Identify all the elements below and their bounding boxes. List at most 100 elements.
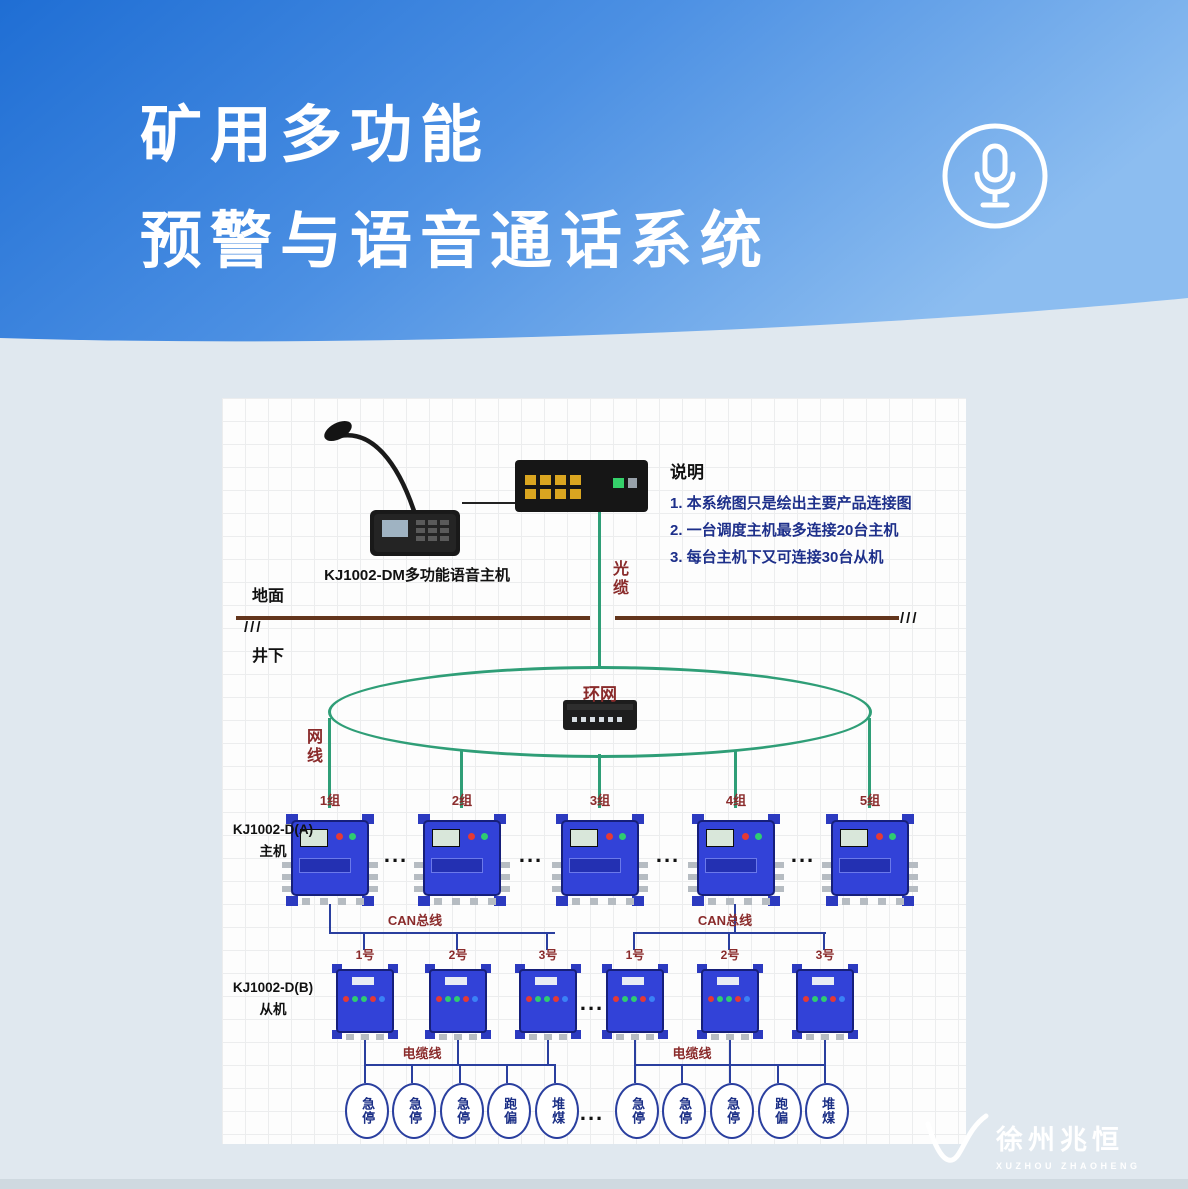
sensor-2e: 堆煤 bbox=[805, 1083, 849, 1139]
sensor-drop-2b bbox=[681, 1066, 683, 1083]
ground-hatch-left: /// bbox=[244, 619, 263, 636]
microphone-icon bbox=[942, 123, 1048, 229]
net-cable-label: 网线 bbox=[304, 728, 321, 766]
group-drop-line-2 bbox=[460, 750, 463, 808]
ellipsis-sensors: ... bbox=[579, 1100, 605, 1125]
sensor-1a: 急停 bbox=[345, 1083, 389, 1139]
brand-watermark: 徐州兆恒 XUZHOU ZHAOHENG bbox=[922, 1110, 1141, 1171]
sensor-1c: 急停 bbox=[440, 1083, 484, 1139]
page-title-line2: 预警与语音通话系统 bbox=[140, 207, 771, 276]
slave-number-2c: 3号 bbox=[815, 948, 835, 962]
group-label-4: 4组 bbox=[725, 793, 747, 808]
optical-cable-line bbox=[598, 512, 601, 666]
console-switch-cable bbox=[462, 502, 515, 504]
slave-unit-1a bbox=[332, 964, 398, 1040]
sensor-1d: 跑偏 bbox=[487, 1083, 531, 1139]
can-bus-drop-1 bbox=[329, 904, 331, 934]
can-branch-2a bbox=[633, 932, 635, 950]
note-item-1: 1. 本系统图只是绘出主要产品连接图 bbox=[670, 495, 912, 512]
group-label-5: 5组 bbox=[859, 793, 881, 808]
console-label: KJ1002-DM多功能语音主机 bbox=[324, 567, 510, 584]
brand-logo-icon bbox=[925, 1113, 989, 1163]
sensor-label: 急停 bbox=[725, 1097, 741, 1125]
sensor-drop-1d bbox=[506, 1066, 508, 1083]
slave-model-label: KJ1002-D(B) bbox=[232, 980, 314, 995]
can-branch-2b bbox=[728, 932, 730, 950]
ground-line-left bbox=[236, 616, 590, 620]
sensor-label: 跑偏 bbox=[502, 1097, 518, 1125]
notes-title: 说明 bbox=[670, 463, 704, 482]
ellipsis-masters-1: ... bbox=[383, 842, 409, 867]
slave-unit-2a bbox=[602, 964, 668, 1040]
slave-number-1a: 1号 bbox=[355, 948, 375, 962]
ring-switch-ports bbox=[572, 717, 577, 722]
master-model-label: KJ1002-D(A) bbox=[232, 822, 314, 837]
sensor-drop-1a bbox=[364, 1066, 366, 1083]
cable-line-2 bbox=[634, 1064, 826, 1066]
sensor-drop-2c bbox=[729, 1066, 731, 1083]
dispatch-console-device bbox=[324, 421, 460, 556]
note-item-2: 2. 一台调度主机最多连接20台主机 bbox=[670, 522, 899, 539]
ground-hatch-right: /// bbox=[900, 610, 919, 627]
master-unit-4 bbox=[688, 814, 784, 906]
slave-number-1c: 3号 bbox=[538, 948, 558, 962]
sensor-label: 急停 bbox=[677, 1097, 693, 1125]
sensor-drop-2e bbox=[824, 1066, 826, 1083]
slave-unit-2c bbox=[792, 964, 858, 1040]
ethernet-switch-device bbox=[515, 460, 648, 512]
can-bus-line-1 bbox=[329, 932, 555, 934]
sensor-2a: 急停 bbox=[615, 1083, 659, 1139]
cable-drop-1b bbox=[457, 1038, 459, 1066]
note-item-3: 3. 每台主机下又可连接30台从机 bbox=[670, 549, 884, 566]
switch-sfp-port bbox=[628, 478, 637, 488]
group-drop-line-5 bbox=[868, 718, 871, 808]
sensor-drop-1e bbox=[554, 1066, 556, 1083]
ellipsis-masters-4: ... bbox=[790, 842, 816, 867]
sensor-drop-2a bbox=[634, 1066, 636, 1083]
sensor-1b: 急停 bbox=[392, 1083, 436, 1139]
cable-drop-2b bbox=[729, 1038, 731, 1066]
ellipsis-masters-2: ... bbox=[518, 842, 544, 867]
group-label-1: 1组 bbox=[319, 793, 341, 808]
master-unit-1 bbox=[282, 814, 378, 906]
slave-number-1b: 2号 bbox=[448, 948, 468, 962]
ground-line-right bbox=[615, 616, 899, 620]
master-unit-2 bbox=[414, 814, 510, 906]
bottom-strip bbox=[0, 1179, 1188, 1189]
sensor-label: 急停 bbox=[455, 1097, 471, 1125]
can-bus-line-2 bbox=[634, 932, 826, 934]
group-drop-line-1 bbox=[328, 718, 331, 808]
can-bus-label-2: CAN总线 bbox=[697, 913, 753, 928]
sensor-label: 急停 bbox=[630, 1097, 646, 1125]
cable-drop-1c bbox=[547, 1038, 549, 1066]
sensor-label: 跑偏 bbox=[773, 1097, 789, 1125]
sensor-2b: 急停 bbox=[662, 1083, 706, 1139]
slave-unit-2b bbox=[697, 964, 763, 1040]
optical-cable-label: 光缆 bbox=[610, 560, 627, 598]
brand-name-cn: 徐州兆恒 bbox=[996, 1125, 1124, 1155]
group-label-2: 2组 bbox=[451, 793, 473, 808]
ring-switch-device bbox=[563, 700, 637, 730]
group-drop-line-3 bbox=[598, 754, 601, 808]
can-branch-1b bbox=[456, 932, 458, 950]
sensor-label: 急停 bbox=[360, 1097, 376, 1125]
cable-drop-2a bbox=[634, 1038, 636, 1066]
sensor-label: 急停 bbox=[407, 1097, 423, 1125]
can-branch-1c bbox=[546, 932, 548, 950]
sensor-1e: 堆煤 bbox=[535, 1083, 579, 1139]
cable-drop-2c bbox=[824, 1038, 826, 1066]
cable-drop-1a bbox=[364, 1038, 366, 1066]
system-diagram: KJ1002-DM多功能语音主机 说明 1. 本系统图只是绘出主要产品连接图 2… bbox=[222, 398, 966, 1144]
cable-line-1 bbox=[364, 1064, 556, 1066]
sensor-label: 堆煤 bbox=[550, 1097, 566, 1125]
underground-label: 井下 bbox=[252, 648, 285, 665]
slave-number-2b: 2号 bbox=[720, 948, 740, 962]
can-bus-drop-2 bbox=[734, 904, 736, 934]
surface-label: 地面 bbox=[252, 588, 285, 605]
group-label-3: 3组 bbox=[589, 793, 611, 808]
can-branch-2c bbox=[823, 932, 825, 950]
cable-line-label-1: 电缆线 bbox=[402, 1046, 442, 1061]
ring-switch-panel bbox=[567, 704, 633, 710]
slave-unit-1b bbox=[425, 964, 491, 1040]
